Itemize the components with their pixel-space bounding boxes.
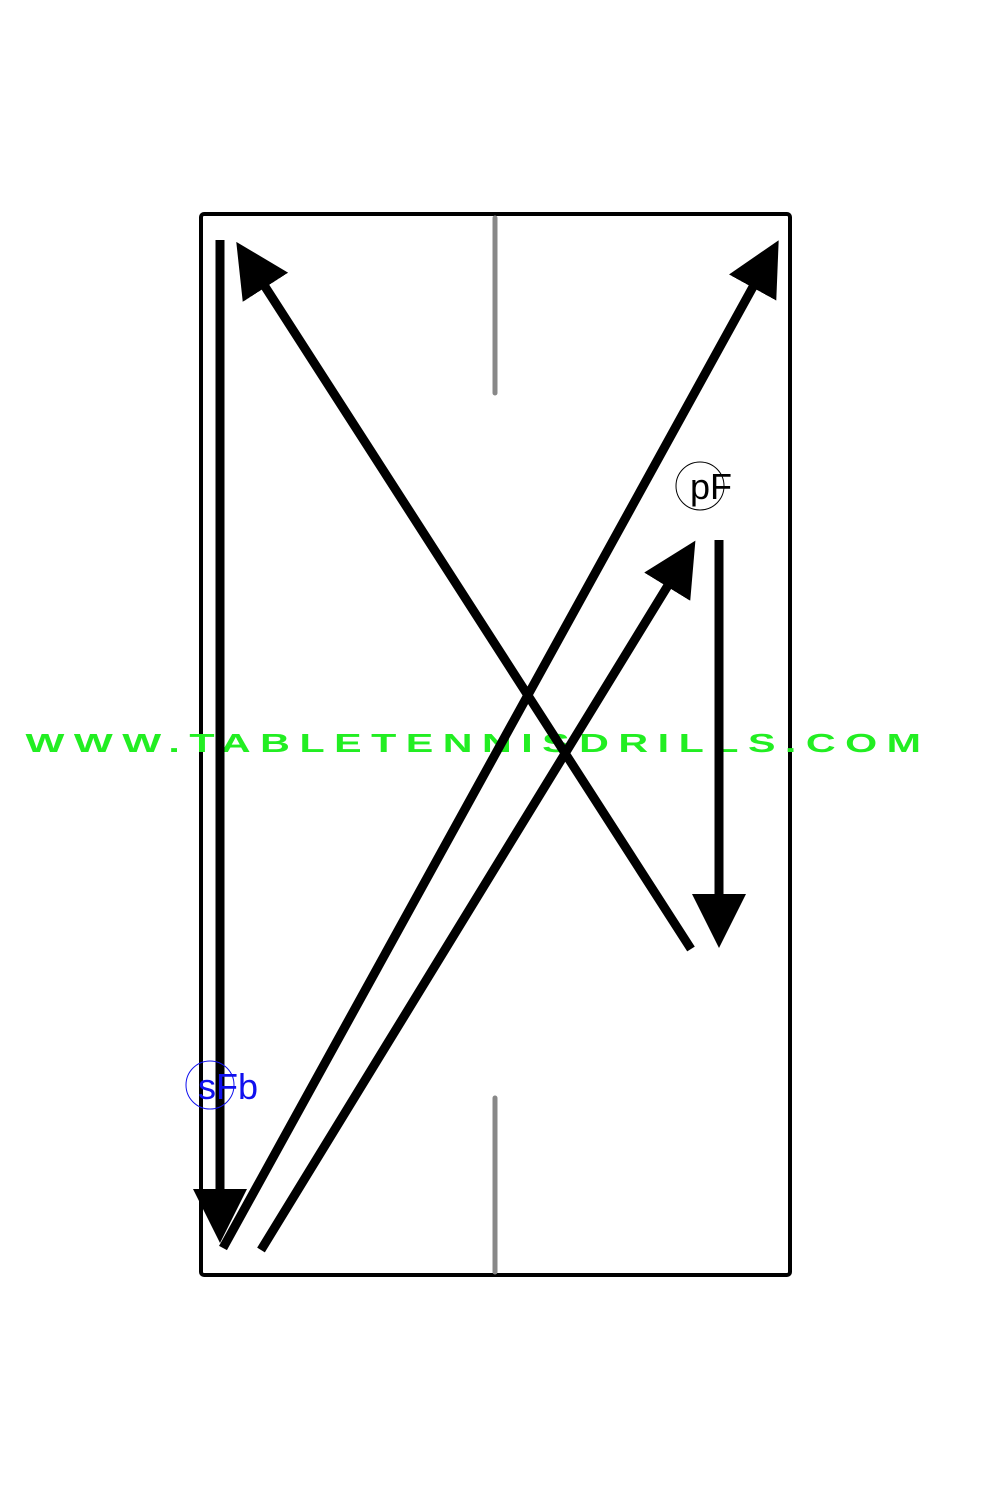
arrow-bottom-to-mid-right [257,540,696,1253]
player-circle-top [675,461,725,511]
player-label-top: pF [690,466,732,507]
player-circle-bottom [185,1060,235,1110]
watermark-text: WWW.TABLETENNISDRILLS.COM [26,728,931,758]
arrow-bottom-left-to-top-right [219,240,779,1251]
player-marker-top: pF [675,461,732,511]
player-marker-bottom: sFb [185,1060,258,1110]
table-outline [199,212,792,1277]
player-label-bottom: sFb [198,1066,258,1107]
arrow-mid-right-to-top-left [236,241,695,952]
